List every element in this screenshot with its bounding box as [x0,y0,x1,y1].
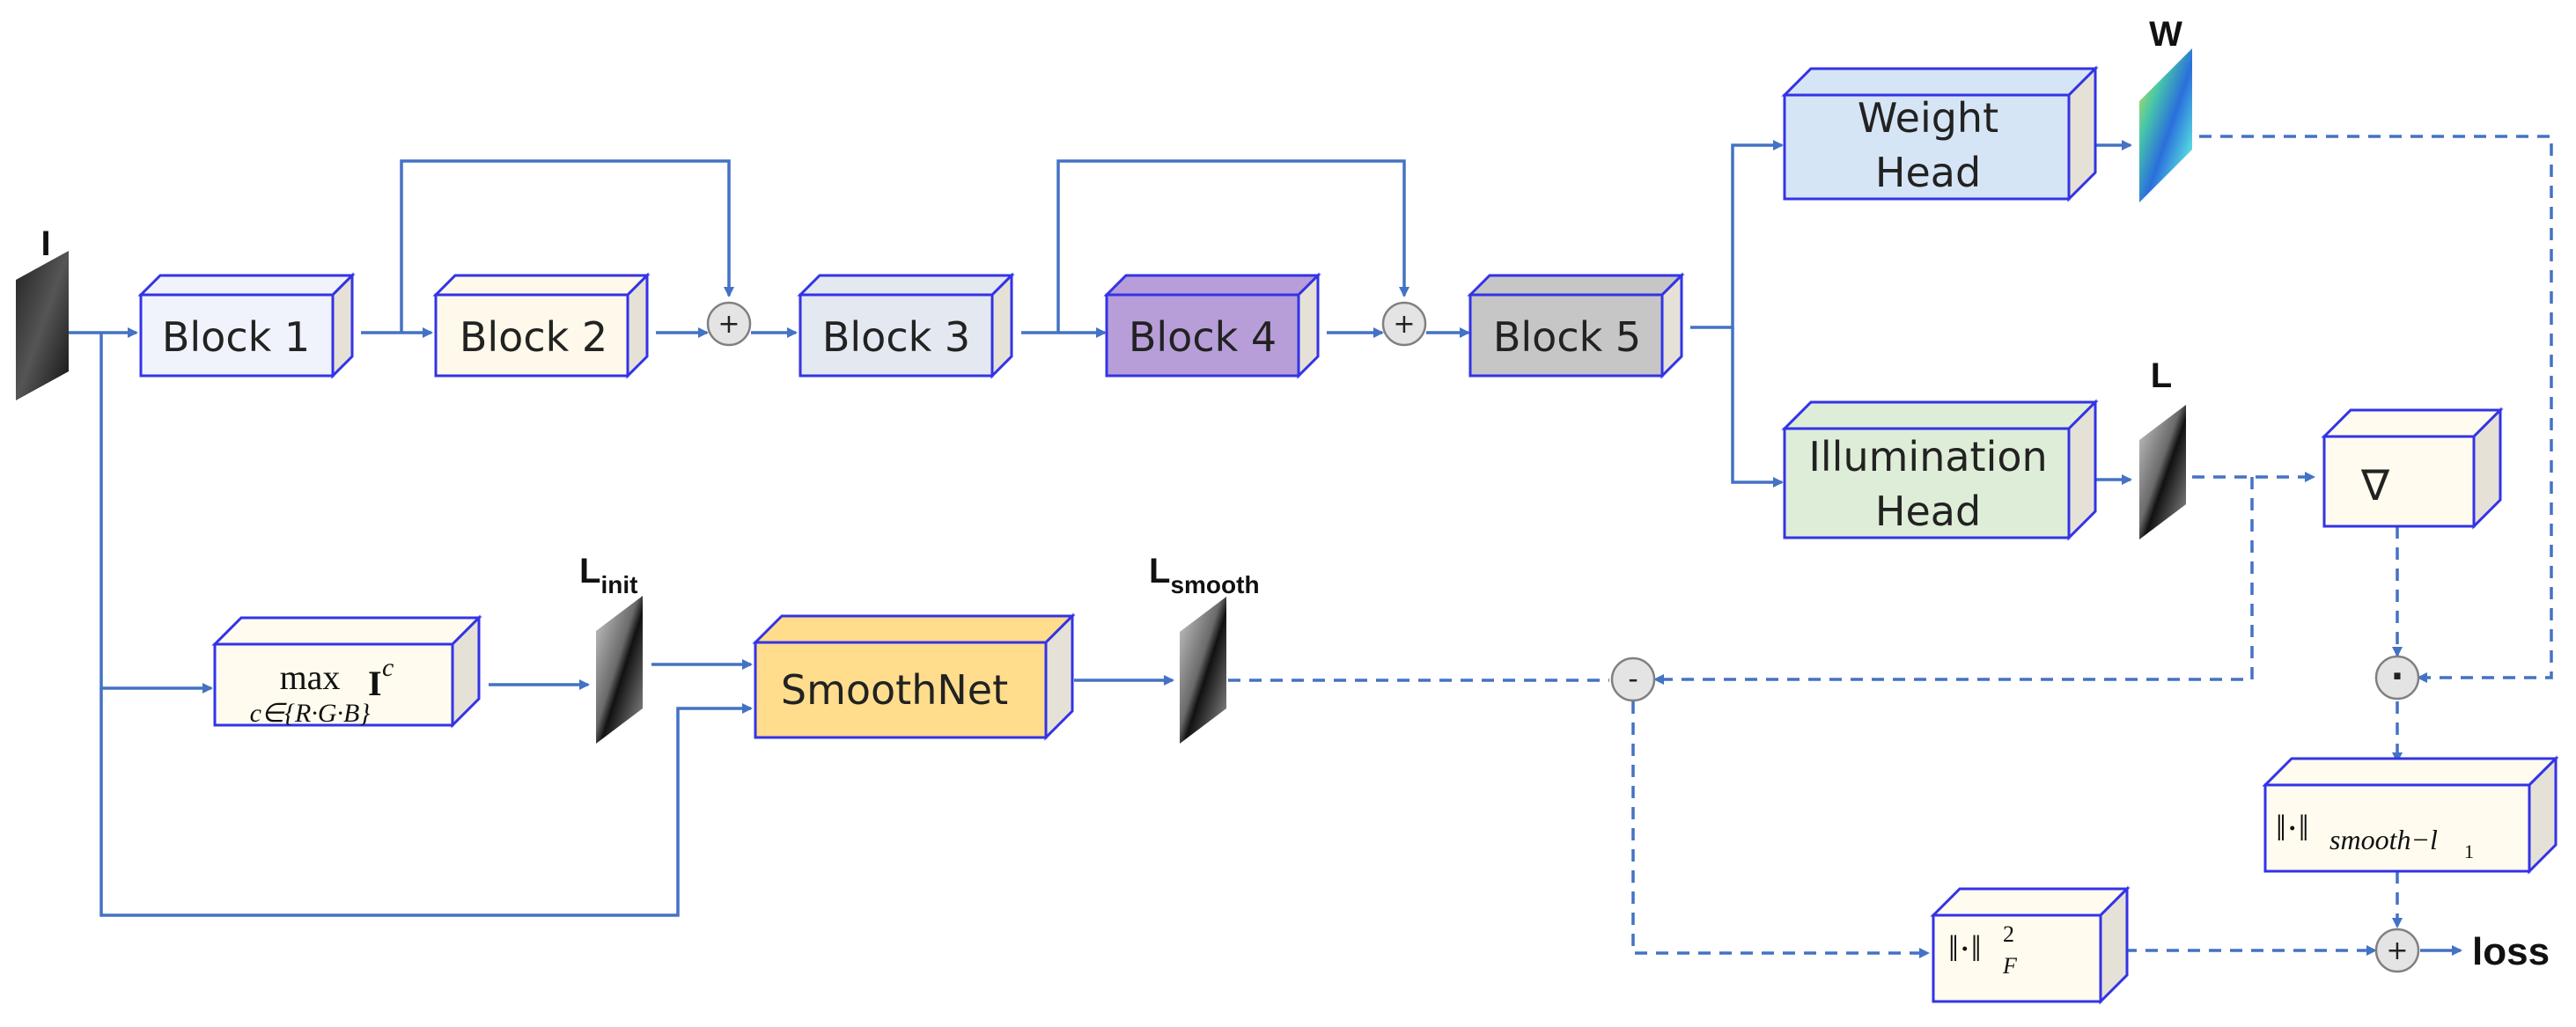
process-boxes [137,65,2559,1005]
dashed-connectors [1228,135,2553,958]
block1-label: Block 1 [162,313,310,361]
smooth-l1-norm-box [2262,755,2559,875]
l-init-image: Linit [579,552,643,744]
illumination-image-L: L [2139,356,2186,539]
svg-text:‖·‖: ‖·‖ [1948,929,1982,970]
block1-box [137,272,356,379]
svg-text:+: + [1393,309,1415,340]
gradient-label: ∇ [2360,461,2390,510]
plus-circle-1: + [706,301,752,347]
smooth-l1-norm-label: ‖·‖ smooth−l 1 [2276,809,2474,862]
svg-text:+: + [718,309,740,340]
multiply-circle: · [2374,655,2420,701]
svg-text:-: - [1628,662,1638,695]
block5-label: Block 5 [1493,313,1641,361]
loss-label: loss [2472,930,2550,973]
block2-label: Block 2 [460,313,607,361]
svg-text:c: c [382,653,394,682]
frobenius-norm-label: ‖·‖ 2 F [1948,921,2018,979]
l-smooth-image: Lsmooth [1149,552,1260,744]
plus-circle-loss: + [2374,928,2420,973]
illumination-head-label-1: Illumination [1808,433,2047,480]
svg-text:‖·‖: ‖·‖ [2276,809,2309,849]
max-operator-label: max c∈{R·G·B} I c [250,653,394,728]
weight-map-image: W [2139,15,2192,202]
max-operator-box [211,614,482,729]
svg-text:+: + [2386,935,2408,966]
frobenius-norm-box [1930,885,2131,1005]
block4-box [1103,272,1321,379]
l-init-label: Linit [579,552,637,598]
block3-label: Block 3 [822,313,970,361]
svg-text:·: · [2390,657,2403,697]
illumination-head-box [1781,399,2099,541]
svg-text:I: I [368,664,382,703]
weight-head-box [1781,65,2099,202]
svg-text:max: max [280,657,341,697]
block2-box [432,272,651,379]
block4-label: Block 4 [1129,313,1277,361]
smoothnet-box [752,613,1076,741]
svg-text:L: L [2151,356,2172,395]
block5-box [1467,272,1685,379]
minus-circle: - [1610,657,1656,702]
l-smooth-label: Lsmooth [1149,552,1260,598]
gradient-box [2321,407,2504,530]
svg-text:W: W [2149,15,2182,54]
block3-box [797,272,1015,379]
illumination-head-label-2: Head [1875,488,1981,535]
smoothnet-label: SmoothNet [781,666,1008,714]
weight-head-label-1: Weight [1858,94,1998,142]
svg-text:c∈{R·G·B}: c∈{R·G·B} [250,699,371,728]
plus-circle-2: + [1381,301,1427,347]
weight-head-label-2: Head [1875,149,1981,196]
svg-text:1: 1 [2464,840,2474,862]
input-image-I: I [16,224,69,400]
svg-text:2: 2 [2003,921,2014,947]
svg-text:I: I [40,224,50,263]
svg-text:smooth−l: smooth−l [2329,824,2438,855]
svg-text:F: F [2002,953,2018,979]
